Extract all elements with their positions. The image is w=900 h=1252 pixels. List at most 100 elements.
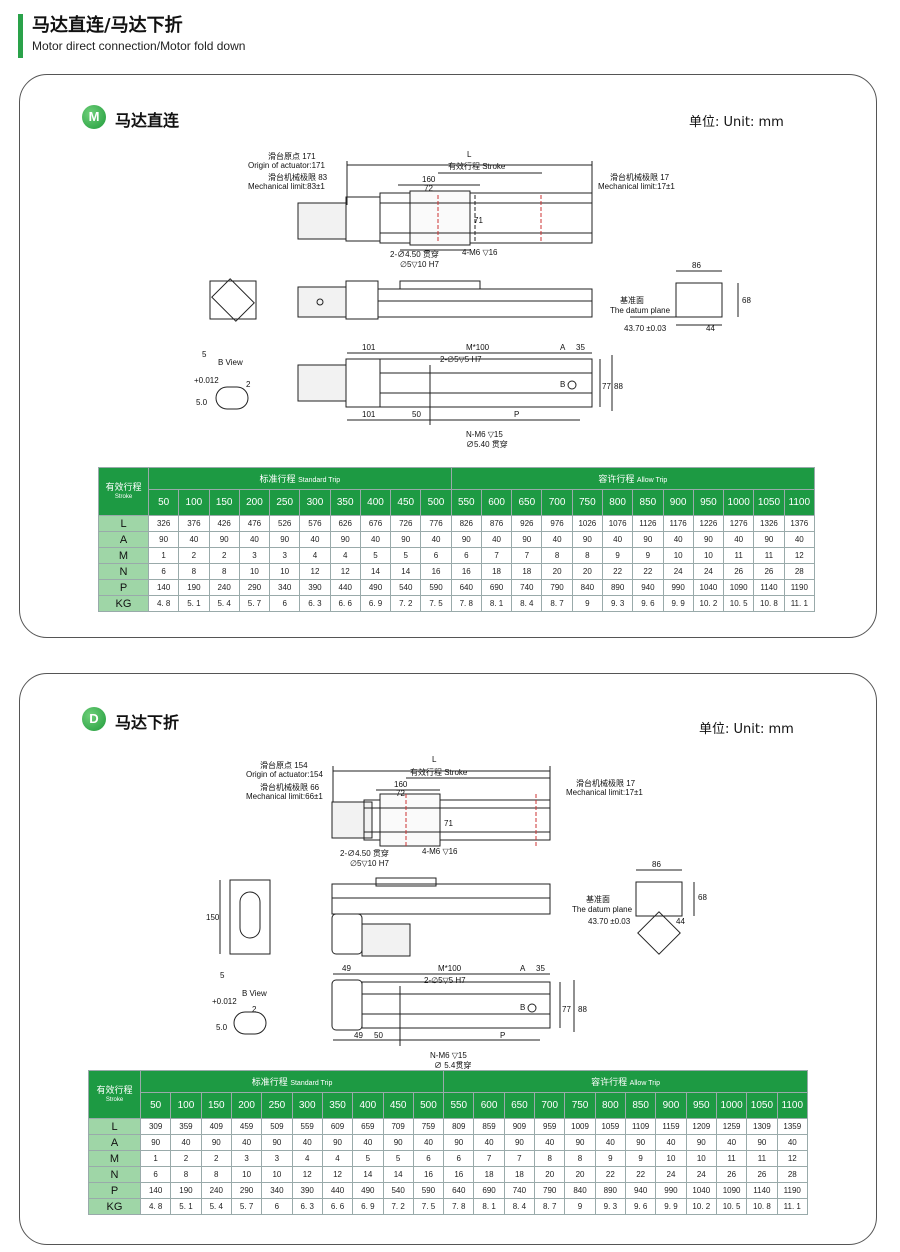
table-cell: 3 (261, 1150, 293, 1167)
table-cell: 8 (200, 1166, 232, 1183)
mech-right-cn: 滑台机械极限 17 (610, 172, 670, 182)
table-cell: 10. 8 (746, 1198, 778, 1215)
table-cell: 976 (541, 515, 573, 532)
table-cell: 5. 1 (170, 1198, 202, 1215)
table-cell: 8 (564, 1150, 596, 1167)
stroke-value: 350 (321, 1092, 354, 1119)
stroke-value: 300 (291, 1092, 323, 1119)
m6-spec: 4-M6 ▽16 (462, 248, 498, 257)
table-cell: 909 (503, 1118, 536, 1135)
table-cell: 440 (329, 579, 361, 596)
table-cell: 540 (382, 1182, 414, 1199)
table-cell: 409 (200, 1118, 232, 1135)
table-cell: 726 (390, 515, 422, 532)
table-cell: 640 (443, 1182, 475, 1199)
stroke-value: 750 (564, 1092, 596, 1119)
dim-49-bottom: 49 (354, 1031, 363, 1040)
tol-label: +0.012 (212, 997, 237, 1006)
table-cell: 1126 (632, 515, 664, 532)
bview-label: B View (218, 358, 243, 367)
origin-en: Origin of actuator:154 (246, 770, 323, 779)
table-cell: 1176 (662, 515, 694, 532)
unit-label: 单位: Unit: mm (699, 722, 794, 737)
dim-50: 50 (374, 1031, 383, 1040)
table-cell: 3 (238, 547, 271, 564)
table-cell: 9 (601, 547, 634, 564)
row-label: L (88, 1118, 141, 1135)
table-cell: 5. 7 (230, 1198, 263, 1215)
table-cell: 90 (503, 1134, 536, 1151)
row-label: M (88, 1150, 141, 1167)
dim-P: P (500, 1031, 505, 1040)
table-cell: 1090 (715, 1182, 748, 1199)
datum-cn: 基准面 (586, 894, 610, 904)
table-cell: 10 (685, 1150, 717, 1167)
table-cell: 7 (480, 547, 513, 564)
table-cell: 4. 8 (147, 595, 180, 612)
stroke-value: 700 (541, 489, 573, 516)
table-cell: 240 (208, 579, 240, 596)
table-cell: 40 (541, 531, 573, 548)
dim-77: 77 (602, 382, 611, 391)
stroke-value: 1100 (783, 489, 816, 516)
origin-en: Origin of actuator:171 (248, 161, 325, 170)
hole-spec: 2-∅4.50 贯穿 (340, 848, 389, 858)
stroke-value: 1000 (723, 489, 755, 516)
row-label: M (98, 547, 149, 564)
table-cell: 6 (420, 547, 452, 564)
table-cell: 1209 (685, 1118, 717, 1135)
dim-150: 150 (206, 913, 220, 922)
table-cell: 8 (208, 563, 240, 580)
table-cell: 5 (390, 547, 422, 564)
dim-88: 88 (614, 382, 623, 391)
table-cell: 40 (170, 1134, 202, 1151)
table-cell: 5. 4 (200, 1198, 232, 1215)
table-cell: 11. 1 (783, 595, 816, 612)
table-cell: 40 (783, 531, 816, 548)
stroke-value: 1050 (746, 1092, 778, 1119)
dim-B: B (520, 1003, 525, 1012)
table-cell: 18 (503, 1166, 536, 1183)
table-cell: 790 (534, 1182, 566, 1199)
table-cell: 40 (601, 531, 634, 548)
table-cell: 8 (541, 547, 573, 564)
table-cell: 10 (238, 563, 271, 580)
table-cell: 7. 2 (382, 1198, 414, 1215)
table-cell: 40 (238, 531, 271, 548)
table-cell: 7 (503, 1150, 536, 1167)
table-cell: 9. 3 (601, 595, 634, 612)
dim-49-top: 49 (342, 964, 351, 973)
table-cell: 28 (783, 563, 816, 580)
table-cell: 759 (412, 1118, 445, 1135)
table-cell: 14 (352, 1166, 384, 1183)
tol-50: 5.0 (216, 1023, 228, 1032)
stroke-value: 400 (352, 1092, 384, 1119)
table-cell: 4 (299, 547, 331, 564)
table-cell: 1026 (571, 515, 603, 532)
stroke-value: 400 (359, 489, 392, 516)
table-cell: 90 (269, 531, 301, 548)
table-cell: 16 (450, 563, 482, 580)
table-cell: 290 (230, 1182, 263, 1199)
table-cell: 326 (147, 515, 180, 532)
table-cell: 476 (238, 515, 271, 532)
table-cell: 28 (776, 1166, 809, 1183)
table-cell: 22 (594, 1166, 627, 1183)
row-label: P (88, 1182, 141, 1199)
table-cell: 1326 (753, 515, 785, 532)
table-cell: 26 (746, 1166, 778, 1183)
technical-drawing-fold: L 有效行程 Stroke 滑台原点 154 Origin of actuato… (206, 755, 707, 1070)
row-label: KG (88, 1198, 141, 1215)
table-cell: 6 (261, 1198, 293, 1215)
table-cell: 90 (390, 531, 422, 548)
table-cell: 6. 6 (321, 1198, 354, 1215)
table-cell: 6 (450, 547, 482, 564)
table-cell: 14 (359, 563, 392, 580)
table-cell: 840 (564, 1182, 596, 1199)
